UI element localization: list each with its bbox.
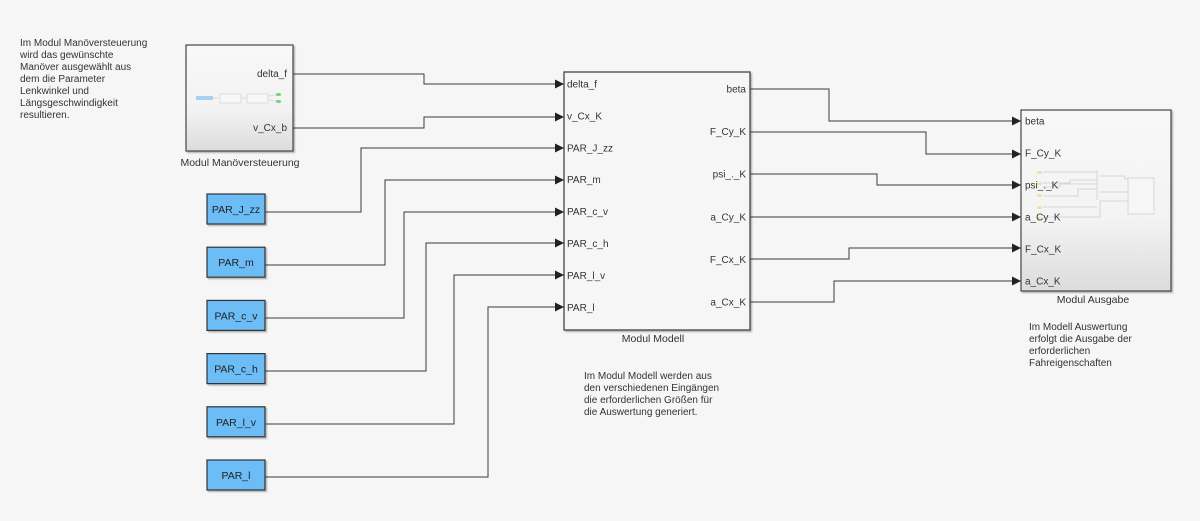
port-in-label: PAR_c_h: [567, 239, 609, 250]
port-out-v_Cx_b: v_Cx_b: [253, 123, 287, 134]
port-in-label: a_Cx_K: [1025, 277, 1061, 288]
wire-PAR_l[interactable]: [265, 302, 564, 478]
wire-PAR_c_v[interactable]: [265, 207, 564, 319]
constant-label: PAR_J_zz: [212, 204, 260, 216]
constant-block[interactable]: PAR_J_zz: [206, 193, 266, 225]
constant-block[interactable]: PAR_l: [206, 459, 266, 491]
block-manoever[interactable]: delta_f v_Cx_b Modul Manöversteuerung: [180, 44, 300, 169]
wire-psi_K[interactable]: [750, 173, 1021, 190]
annotation-manoever: Im Modul Manöversteuerung wird das gewün…: [20, 38, 148, 121]
annotation-ausgabe: Im Modell Auswertung erfolgt die Ausgabe…: [1029, 322, 1132, 369]
block-label-ausgabe: Modul Ausgabe: [1057, 294, 1130, 306]
port-out-label: F_Cx_K: [710, 255, 746, 266]
block-modell[interactable]: delta_f v_Cx_K PAR_J_zzPAR_mPAR_c_vPAR_c_h…: [563, 71, 751, 345]
port-in-label: beta: [1025, 117, 1045, 128]
constant-label: PAR_m: [218, 257, 254, 269]
wire-F_Cx_K[interactable]: [750, 243, 1021, 260]
port-out-label: a_Cx_K: [710, 298, 746, 309]
port-out-label: beta: [727, 85, 747, 96]
port-out-delta_f: delta_f: [257, 69, 287, 80]
wire-PAR_c_h[interactable]: [265, 238, 564, 372]
port-out-label: a_Cy_K: [710, 212, 746, 223]
port-in-label: psi_._K: [1025, 181, 1059, 192]
constant-block[interactable]: PAR_m: [206, 246, 266, 278]
wire-a_Cx_K[interactable]: [750, 276, 1021, 303]
constant-block[interactable]: PAR_c_h: [206, 353, 266, 385]
port-in-label: PAR_l_v: [567, 271, 605, 282]
wire-delta_f[interactable]: [293, 73, 564, 89]
wire-PAR_J_zz[interactable]: [265, 143, 564, 213]
port-in-label: F_Cx_K: [1025, 245, 1061, 256]
constant-label: PAR_c_h: [214, 364, 258, 376]
wire-beta[interactable]: [750, 88, 1021, 126]
port-in-label: delta_f: [567, 80, 597, 91]
wire-PAR_l_v[interactable]: [265, 270, 564, 425]
constant-label: PAR_c_v: [215, 310, 259, 322]
port-in-label: v_Cx_K: [567, 111, 602, 122]
block-label-modell: Modul Modell: [622, 333, 684, 345]
port-in-label: PAR_l: [567, 303, 595, 314]
port-out-label: F_Cy_K: [710, 127, 746, 138]
wire-F_Cy_K[interactable]: [750, 131, 1021, 159]
subsystem-preview-icon: [196, 93, 281, 104]
port-in-label: PAR_c_v: [567, 207, 608, 218]
signal-lines: [265, 73, 1021, 478]
port-in-label: a_Cy_K: [1025, 213, 1061, 224]
constant-label: PAR_l: [222, 470, 251, 482]
wire-PAR_m[interactable]: [265, 175, 564, 266]
wire-v_Cx[interactable]: [293, 112, 564, 129]
port-in-label: F_Cy_K: [1025, 149, 1061, 160]
subsystem-preview-icon: [1037, 170, 1155, 220]
annotation-modell: Im Modul Modell werden aus den verschied…: [584, 371, 720, 418]
constant-block[interactable]: PAR_l_v: [206, 406, 266, 438]
constant-block[interactable]: PAR_c_v: [206, 299, 266, 331]
port-in-label: PAR_m: [567, 175, 601, 186]
constant-label: PAR_l_v: [216, 417, 257, 429]
port-in-label: PAR_J_zz: [567, 143, 613, 154]
port-out-label: psi_._K: [713, 170, 747, 181]
block-label-manoever: Modul Manöversteuerung: [180, 157, 299, 169]
